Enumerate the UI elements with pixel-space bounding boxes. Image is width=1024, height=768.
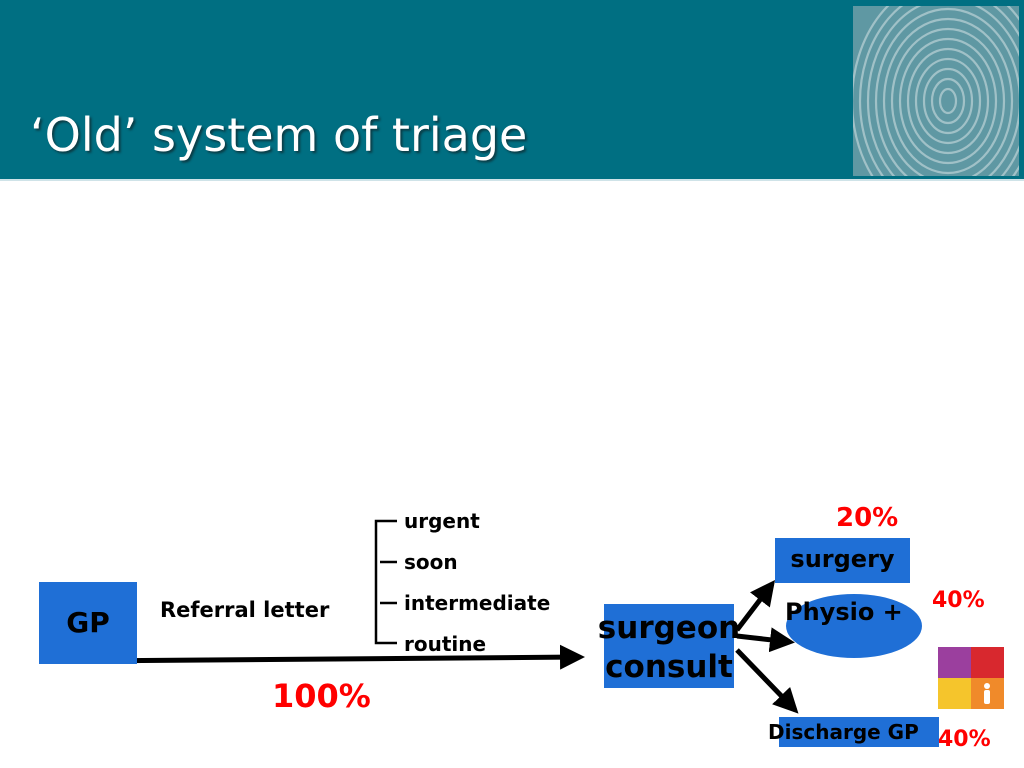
triage-bracket bbox=[374, 519, 397, 645]
discharge-box bbox=[779, 717, 939, 747]
percent-physio: 40% bbox=[932, 588, 985, 613]
gp-box bbox=[39, 582, 137, 664]
category-routine: routine bbox=[404, 632, 487, 656]
percent-discharge: 40% bbox=[938, 727, 991, 752]
surgeon-consult-box bbox=[604, 604, 734, 688]
consult-label: consult bbox=[605, 649, 733, 685]
referral-arrow bbox=[85, 644, 585, 670]
slide-title: ‘Old’ system of triage bbox=[30, 108, 528, 162]
category-urgent: urgent bbox=[404, 509, 480, 533]
gp-label: GP bbox=[66, 606, 110, 639]
fingerprint-icon bbox=[853, 6, 1019, 176]
category-intermediate: intermediate bbox=[404, 591, 551, 615]
percent-surgery: 20% bbox=[836, 503, 899, 533]
category-soon: soon bbox=[404, 550, 458, 574]
arrow-to-surgery bbox=[735, 580, 776, 632]
referral-label: Referral letter bbox=[160, 598, 330, 622]
header-divider bbox=[0, 179, 1024, 181]
surgery-box bbox=[775, 538, 910, 583]
surgery-label: surgery bbox=[790, 545, 895, 573]
percent-all: 100% bbox=[272, 677, 371, 715]
physio-ellipse bbox=[786, 594, 922, 658]
surgeon-label: surgeon bbox=[597, 610, 741, 646]
arrow-to-discharge bbox=[735, 648, 799, 714]
discharge-label: Discharge GP bbox=[768, 720, 919, 744]
color-block-logo-icon bbox=[938, 647, 1004, 709]
arrow-to-physio bbox=[736, 627, 795, 653]
physio-label: Physio + bbox=[785, 598, 903, 626]
